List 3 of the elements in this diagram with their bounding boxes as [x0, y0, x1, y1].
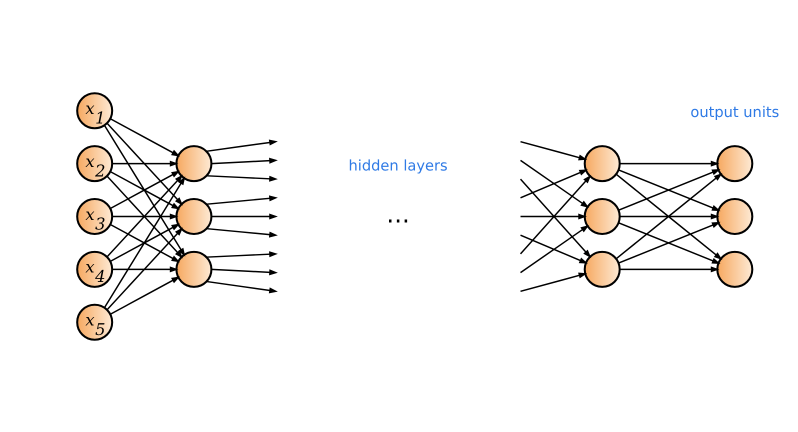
label: output units	[690, 103, 780, 120]
label: hidden layers	[348, 156, 448, 174]
label: ...	[386, 199, 410, 228]
